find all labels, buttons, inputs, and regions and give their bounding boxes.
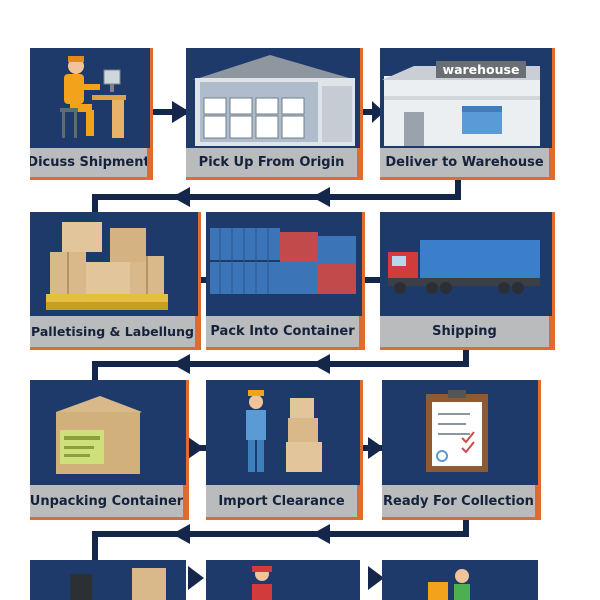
step-tile-row4-2 <box>206 560 360 600</box>
cardboard-box-icon <box>56 396 142 474</box>
step-label: Deliver to Warehouse <box>380 148 552 180</box>
pallet-boxes-icon <box>46 222 168 310</box>
row4-illustrations <box>70 566 470 600</box>
office-worker-icon <box>60 56 126 138</box>
step-label: Pack Into Container <box>206 316 362 350</box>
warehouse-building-icon <box>382 66 540 146</box>
step-label: Palletising & Labellung <box>30 316 198 350</box>
customs-worker-icon <box>246 390 322 472</box>
shipping-containers-icon <box>210 228 356 294</box>
step-label: Shipping <box>380 316 552 350</box>
warehouse-interior-icon <box>193 55 356 146</box>
step-label: Unpacking Container <box>30 485 186 520</box>
step-label: Dicuss Shipment <box>30 148 150 180</box>
warehouse-sign: warehouse <box>436 61 526 78</box>
clipboard-checklist-icon <box>426 390 488 472</box>
step-label: Import Clearance <box>206 485 360 520</box>
step-label: Ready For Collection <box>382 485 538 520</box>
truck-icon <box>388 240 540 294</box>
step-tile-import-clearance: Import Clearance <box>206 380 363 520</box>
step-label: Pick Up From Origin <box>186 148 360 180</box>
